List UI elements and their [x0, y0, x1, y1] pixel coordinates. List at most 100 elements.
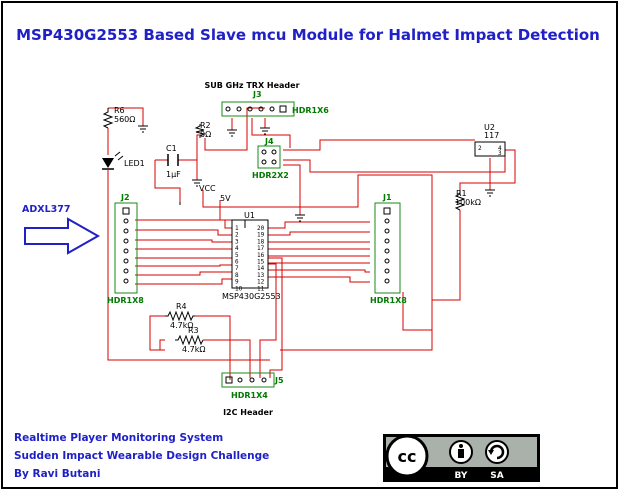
j1-pin: [384, 238, 390, 244]
u1-pin-label: 15: [257, 259, 265, 266]
u2-ref: U2: [484, 123, 495, 132]
u1-pin-label: 20: [257, 225, 265, 232]
svg-text:cc: cc: [398, 447, 417, 466]
r1-value: 100kΩ: [455, 198, 481, 207]
vcc-label: VCC: [199, 184, 216, 193]
cc-icon: [385, 434, 429, 478]
u1-pin-label: 10: [235, 285, 243, 292]
u1-pin-label: 9: [235, 279, 239, 286]
j3-body: [221, 101, 295, 117]
c1-value: 1µF: [166, 170, 181, 179]
j1-pin: [384, 218, 390, 224]
header-j5: J5 HDR1X4 I2C Header: [221, 372, 284, 417]
r6-value: 560Ω: [114, 115, 135, 124]
u1-pin-label: 11: [257, 285, 265, 292]
u2-pin-4: 4: [498, 145, 502, 152]
license-by-text: BY: [455, 471, 468, 481]
u2-pin-3: 3: [498, 150, 502, 157]
sub-ghz-header-label: SUB GHz TRX Header: [204, 81, 299, 90]
u1-pin-label: 19: [257, 232, 265, 239]
j3-pin: [258, 106, 264, 112]
share-alike-icon: [485, 440, 509, 464]
license-sa-text: SA: [490, 471, 503, 481]
u1-pin-label: 14: [257, 265, 265, 272]
j3-pin: [269, 106, 275, 112]
u1-body: [231, 219, 269, 289]
j2-pin: [123, 248, 129, 254]
r2-value: 0Ω: [200, 130, 211, 139]
j2-pin: [123, 218, 129, 224]
j2-body: [114, 202, 138, 294]
j3-part: HDR1X6: [292, 106, 329, 115]
u2-pin-2: 2: [478, 145, 482, 152]
u1-pin-label: 18: [257, 238, 265, 245]
wires: [107, 107, 516, 380]
input-arrow-icon: [24, 217, 101, 255]
cc-by-sa-badge: cc BY SA: [383, 434, 540, 482]
j1-pin: [384, 248, 390, 254]
j5-body: [221, 372, 275, 388]
j1-ref: J1: [382, 193, 392, 202]
adxl377-label: ADXL377: [22, 204, 70, 215]
j2-pin: [123, 278, 129, 284]
j2-pin: [123, 228, 129, 234]
u1-pin-label: 17: [257, 245, 265, 252]
header-j4: J4 HDR2X2: [252, 137, 289, 180]
header-j2: J2 HDR1X8: [107, 193, 144, 305]
ground-wires: [138, 125, 495, 228]
j5-part: HDR1X4: [231, 391, 268, 400]
j5-ref: J5: [274, 376, 284, 385]
j4-part: HDR2X2: [252, 171, 289, 180]
u2-body: [474, 141, 506, 157]
j3-pin: [236, 106, 242, 112]
u1-pin-label: 16: [257, 252, 265, 259]
header-j1: J1 HDR1X8: [370, 193, 407, 305]
resistor-r6: R6 560Ω: [102, 106, 135, 129]
r3-value: 4.7kΩ: [182, 345, 205, 354]
resistor-r3: R3 4.7kΩ: [175, 326, 205, 354]
adxl377-input: ADXL377: [22, 204, 101, 255]
j2-pin: [123, 238, 129, 244]
diagram-title: MSP430G2553 Based Slave mcu Module for H…: [16, 26, 600, 44]
j4-body: [257, 145, 281, 169]
j3-pin-1: [279, 105, 287, 113]
capacitor-c1: C1 1µF: [166, 144, 181, 179]
j1-pin-1: [383, 207, 391, 215]
r4-ref: R4: [176, 302, 187, 311]
u1-pin-label: 2: [235, 232, 239, 239]
r2-ref: R2: [200, 121, 211, 130]
credit-line-1: Realtime Player Monitoring System: [14, 432, 223, 444]
j2-ref: J2: [120, 193, 130, 202]
j2-pin: [123, 268, 129, 274]
u1-pin-label: 12: [257, 279, 265, 286]
j2-pin-1: [122, 207, 130, 215]
led1: LED1: [102, 151, 145, 170]
j3-pin: [247, 106, 253, 112]
j1-part: HDR1X8: [370, 296, 407, 305]
c1-ref: C1: [166, 144, 177, 153]
5v-label: 5V: [220, 194, 231, 203]
j1-pin: [384, 228, 390, 234]
u1-pin-label: 3: [235, 238, 239, 245]
j3-pin: [225, 106, 231, 112]
i2c-header-label: I2C Header: [223, 408, 273, 417]
led1-ref: LED1: [124, 159, 145, 168]
u1-pin-label: 6: [235, 259, 239, 266]
j1-pin: [384, 258, 390, 264]
u1-pin-label: 5: [235, 252, 239, 259]
j2-pin: [123, 258, 129, 264]
j3-ref: J3: [252, 90, 262, 99]
j2-part: HDR1X8: [107, 296, 144, 305]
j4-ref: J4: [264, 137, 274, 146]
u1-pin-label: 8: [235, 272, 239, 279]
credits: Realtime Player Monitoring System Sudden…: [14, 432, 269, 480]
credit-line-2: Sudden Impact Wearable Design Challenge: [14, 450, 269, 462]
header-j3: SUB GHz TRX Header J3 HDR1X6: [204, 81, 329, 117]
resistor-r4: R4 4.7kΩ: [165, 302, 195, 330]
r4-value: 4.7kΩ: [170, 321, 193, 330]
u1-ref: U1: [244, 211, 255, 220]
